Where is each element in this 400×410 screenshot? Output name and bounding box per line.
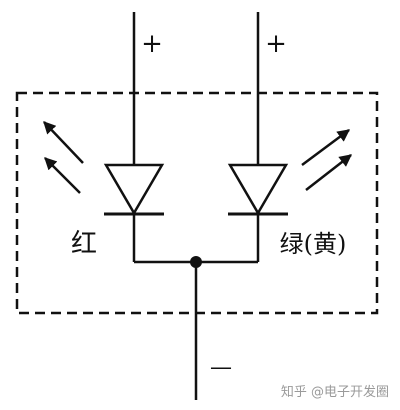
plus-label-left: + (141, 29, 163, 59)
plus-label-right: + (265, 29, 287, 59)
diode-red-triangle (103, 163, 165, 216)
diode-green (227, 163, 289, 216)
green-yellow-label: 绿(黄) (280, 230, 347, 258)
emission-arrow-left-upper (43, 121, 84, 164)
red-label: 红 (71, 229, 97, 259)
diode-red (103, 163, 165, 216)
emission-arrow-right-upper (301, 128, 351, 167)
emission-arrow-right-lower (305, 154, 352, 191)
emission-arrow-left-lower (44, 157, 81, 194)
watermark-text: 知乎 @电子开发圈 (281, 384, 389, 400)
minus-label: — (210, 355, 232, 380)
diode-green-triangle (227, 163, 289, 216)
